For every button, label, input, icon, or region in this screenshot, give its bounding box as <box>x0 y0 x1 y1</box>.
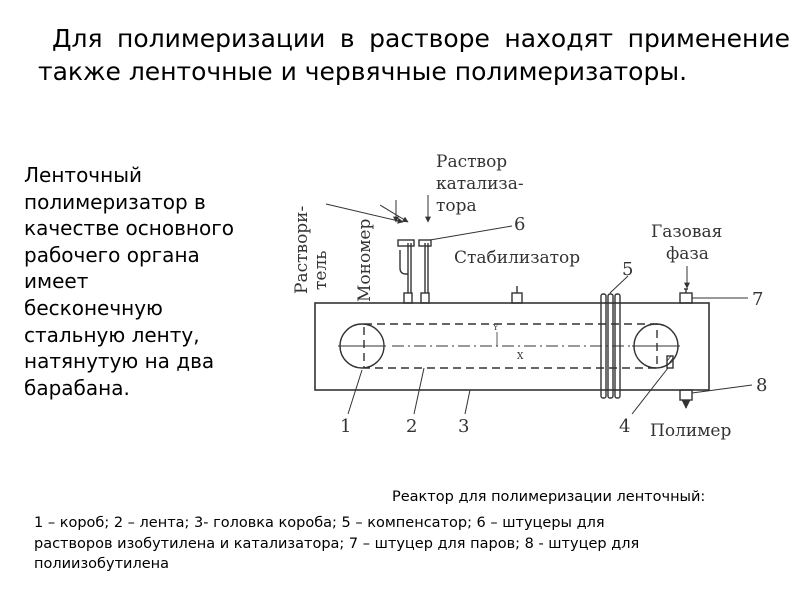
label-gas-2: фаза <box>666 244 709 264</box>
item-4-element <box>666 355 674 369</box>
heading-line-3: полимеризаторы. <box>454 57 688 86</box>
legend-line: растворов изобутилена и катализатора; 7 … <box>34 535 640 552</box>
side-line: полимеризатор в <box>24 189 206 214</box>
axis-x-label: X <box>517 352 524 362</box>
label-catalyst-3: тора <box>436 196 477 216</box>
caption-title: Реактор для полимеризации ленточный: <box>392 489 706 505</box>
label-solvent-2: тель <box>311 250 331 290</box>
inlet-fittings <box>397 239 432 304</box>
number-2: 2 <box>406 416 417 437</box>
number-1: 1 <box>340 416 351 437</box>
side-line: натянутую на два <box>24 349 215 374</box>
legend-line: 1 – короб; 2 – лента; 3- головка короба;… <box>34 515 605 531</box>
side-line: качестве основного <box>24 216 234 241</box>
heading-line-2: применение также ленточные и червячные <box>38 24 790 86</box>
label-monomer: Мономер <box>355 219 375 302</box>
side-line: рабочего органа <box>24 242 200 267</box>
label-solvent-1: Раствори- <box>292 206 312 294</box>
side-line: Ленточный <box>24 163 142 187</box>
side-line: барабана. <box>24 375 130 400</box>
number-7: 7 <box>752 289 763 310</box>
label-stabilizer: Стабилизатор <box>454 248 580 268</box>
number-5: 5 <box>622 259 633 280</box>
number-4: 4 <box>619 416 630 437</box>
label-catalyst-1: Раствор <box>436 152 507 172</box>
side-line: имеет <box>24 269 89 294</box>
side-description: Ленточный полимеризатор в качестве основ… <box>24 162 274 401</box>
heading-line-1: Для полимеризации в растворе находят <box>52 24 614 53</box>
side-line: бесконечную <box>24 295 163 320</box>
label-polymer: Полимер <box>650 421 731 441</box>
side-line: стальную ленту, <box>24 322 200 347</box>
legend-line: полиизобутилена <box>34 556 169 572</box>
label-gas-1: Газовая <box>651 222 722 242</box>
number-3: 3 <box>458 416 469 437</box>
compensator <box>600 293 621 399</box>
label-catalyst-2: катализа- <box>436 174 524 194</box>
heading: Для полимеризации в растворе находят при… <box>38 22 790 88</box>
fitting-7 <box>679 288 693 304</box>
caption-legend: 1 – короб; 2 – лента; 3- головка короба;… <box>34 513 774 575</box>
fitting-8 <box>679 389 693 409</box>
stabilizer-fitting <box>511 286 523 304</box>
number-6: 6 <box>514 214 525 235</box>
axis-y-label: Y <box>492 323 499 332</box>
number-8: 8 <box>756 375 767 396</box>
